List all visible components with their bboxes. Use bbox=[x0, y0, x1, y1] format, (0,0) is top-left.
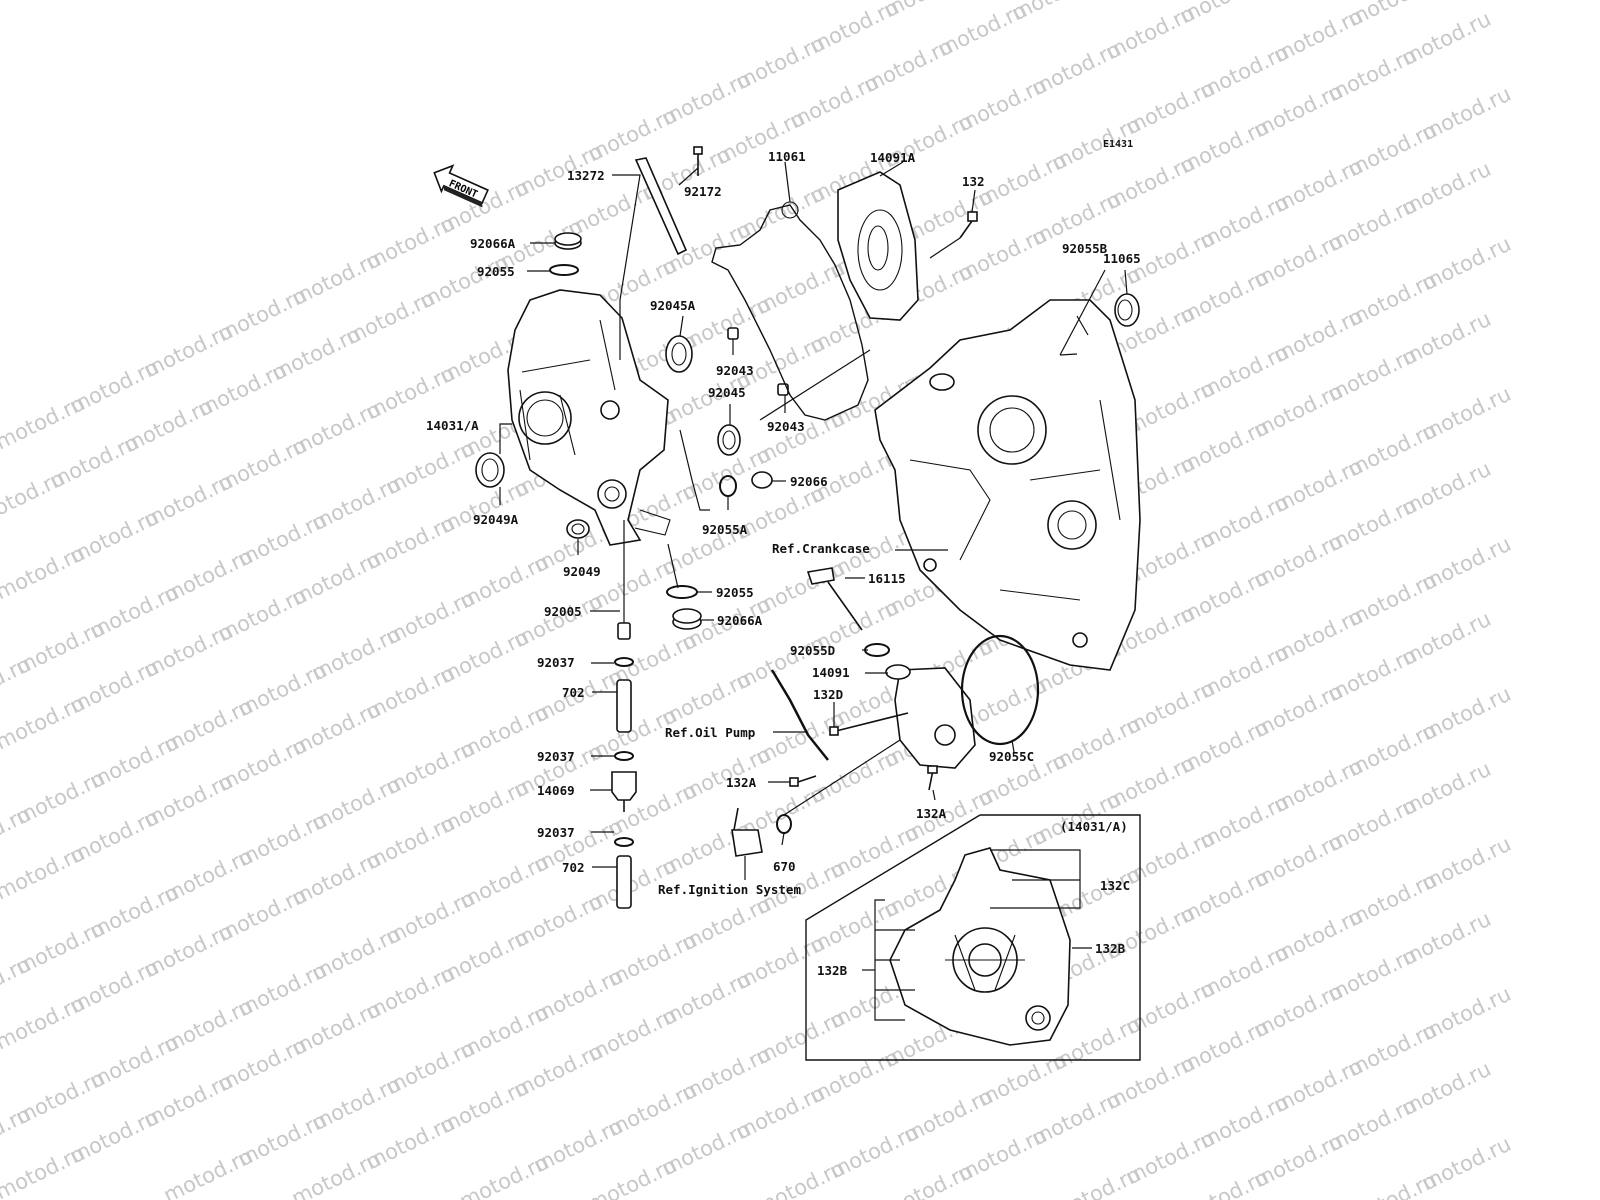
callout-92037-b: 92037 bbox=[537, 749, 575, 764]
watermark-text: motod.ru bbox=[1398, 907, 1495, 971]
callout-92049: 92049 bbox=[563, 564, 601, 579]
callout-670: 670 bbox=[773, 859, 796, 874]
callout-702-b: 702 bbox=[562, 860, 585, 875]
watermark-layer: motod.rumotod.rumotod.rumotod.rumotod.ru… bbox=[0, 0, 1515, 1200]
inset-title: (14031/A) bbox=[1060, 819, 1128, 834]
callout-ref-oil-pump: Ref.Oil Pump bbox=[665, 725, 755, 740]
seal-92049A bbox=[475, 452, 505, 488]
plug-92066 bbox=[751, 471, 773, 489]
callout-92045A: 92045A bbox=[650, 298, 696, 313]
dipstick-16115 bbox=[806, 567, 863, 631]
oring-92055D bbox=[864, 643, 890, 657]
cover-14091A bbox=[837, 171, 919, 321]
callout-132: 132 bbox=[962, 174, 985, 189]
watermark-text: motod.ru bbox=[1398, 7, 1495, 71]
callout-92172: 92172 bbox=[684, 184, 722, 199]
callout-92066A-mid: 92066A bbox=[717, 613, 763, 628]
bolt-132A-right bbox=[927, 765, 938, 791]
watermark-text: motod.ru bbox=[1418, 382, 1515, 446]
callout-132A-left: 132A bbox=[726, 775, 757, 790]
callout-132A-right: 132A bbox=[916, 806, 947, 821]
callout-labels: 13272 92172 11061 14091A 132 92066A 9205… bbox=[426, 149, 1141, 978]
callout-14091: 14091 bbox=[812, 665, 850, 680]
callout-13272: 13272 bbox=[567, 168, 605, 183]
callout-132C: 132C bbox=[1100, 878, 1130, 893]
callout-132D: 132D bbox=[813, 687, 843, 702]
watermark-text: motod.ru bbox=[1398, 757, 1495, 821]
callout-132B-right: 132B bbox=[1095, 941, 1126, 956]
callout-11065: 11065 bbox=[1103, 251, 1141, 266]
watermark-text: motod.ru bbox=[1418, 982, 1515, 1046]
watermark-text: motod.ru bbox=[1418, 682, 1515, 746]
leader-lines bbox=[499, 161, 1128, 880]
crankcase-assembly bbox=[874, 299, 1141, 671]
dowel-92043-a bbox=[727, 327, 739, 340]
watermark-text: motod.ru bbox=[1418, 232, 1515, 296]
callout-92037-c: 92037 bbox=[537, 825, 575, 840]
watermark-text: motod.ru bbox=[1418, 1132, 1515, 1196]
callout-14069: 14069 bbox=[537, 783, 575, 798]
front-arrow-icon: FRONT bbox=[433, 164, 489, 208]
watermark-text: motod.ru bbox=[1398, 307, 1495, 371]
ignition-sensor bbox=[731, 807, 763, 857]
callout-92055A: 92055A bbox=[702, 522, 748, 537]
seal-92049 bbox=[566, 519, 590, 539]
watermark-text: motod.ru bbox=[1398, 1057, 1495, 1121]
callout-92055-top: 92055 bbox=[477, 264, 515, 279]
callout-92043-b: 92043 bbox=[767, 419, 805, 434]
callout-92055-mid: 92055 bbox=[716, 585, 754, 600]
bolt-92172 bbox=[693, 146, 703, 176]
hose-stack bbox=[611, 622, 637, 909]
diagram-code: E1431 bbox=[1103, 139, 1133, 150]
callout-92045: 92045 bbox=[708, 385, 746, 400]
bearing-92045A bbox=[665, 335, 693, 373]
watermark-text: motod.ru bbox=[1418, 832, 1515, 896]
callout-16115: 16115 bbox=[868, 571, 906, 586]
callout-92055D: 92055D bbox=[790, 643, 835, 658]
callout-ref-crankcase: Ref.Crankcase bbox=[772, 541, 870, 556]
plug-92066A-mid bbox=[672, 608, 702, 630]
watermark-text: motod.ru bbox=[1398, 157, 1495, 221]
watermark-text: motod.ru bbox=[1176, 0, 1273, 28]
inset-panel bbox=[805, 814, 1141, 1061]
watermark-text: motod.ru bbox=[1008, 0, 1105, 25]
callout-92049A: 92049A bbox=[473, 512, 519, 527]
oring-92055-top bbox=[549, 264, 579, 276]
inset-leaders bbox=[862, 849, 1092, 1021]
gasket-11061 bbox=[711, 204, 869, 421]
callout-92043-a: 92043 bbox=[716, 363, 754, 378]
callout-14031A: 14031/A bbox=[426, 418, 479, 433]
callout-92005: 92005 bbox=[544, 604, 582, 619]
left-engine-cover bbox=[507, 289, 671, 546]
callout-92055B: 92055B bbox=[1062, 241, 1108, 256]
watermark-text: motod.ru bbox=[1398, 457, 1495, 521]
callout-14091A: 14091A bbox=[870, 150, 916, 165]
bearing-92045 bbox=[717, 424, 741, 456]
callout-92055C: 92055C bbox=[989, 749, 1034, 764]
callout-92066A-top: 92066A bbox=[470, 236, 516, 251]
callout-11061: 11061 bbox=[768, 149, 806, 164]
watermark-text: motod.ru bbox=[880, 0, 977, 22]
watermark-text: motod.ru bbox=[1418, 82, 1515, 146]
callout-92066: 92066 bbox=[790, 474, 828, 489]
oil-pipe bbox=[770, 669, 829, 761]
watermark-text: motod.ru bbox=[1398, 607, 1495, 671]
callout-ref-ignition: Ref.Ignition System bbox=[658, 882, 801, 897]
cap-11065 bbox=[1114, 293, 1140, 327]
watermark-text: motod.ru bbox=[1418, 532, 1515, 596]
callout-132B-left: 132B bbox=[817, 963, 848, 978]
callout-92037-a: 92037 bbox=[537, 655, 575, 670]
callout-702-a: 702 bbox=[562, 685, 585, 700]
bracket-13272 bbox=[634, 157, 688, 256]
cover-14091 bbox=[885, 664, 976, 769]
oring-92055C bbox=[960, 634, 1040, 746]
oring-92055-mid bbox=[666, 585, 698, 599]
watermark-text: motod.ru bbox=[1344, 0, 1441, 31]
